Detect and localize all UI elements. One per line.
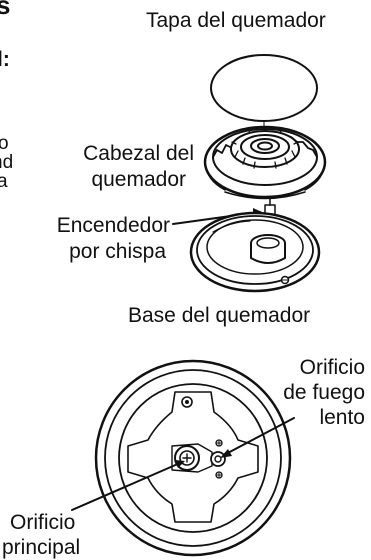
label-low-flame-port-line1: Orificio (299, 356, 365, 379)
burner-base-top-view-drawing (94, 359, 292, 557)
clipped-text-line-3: a (0, 171, 8, 192)
main-port-leader (71, 460, 185, 511)
label-main-port-line1: Orificio (10, 511, 76, 534)
low-flame-port-leader (220, 417, 295, 458)
label-main-port-line2: principal (2, 536, 81, 559)
burner-base-drawing (189, 211, 321, 293)
clipped-heading-fragment: s (0, 0, 11, 20)
clipped-text-line-1: o (0, 133, 9, 154)
label-spark-igniter-line2: por chispa (69, 240, 166, 263)
label-burner-base: Base del quemador (128, 304, 311, 327)
burner-cap-drawing (210, 54, 318, 129)
label-burner-head-line2: quemador (91, 168, 186, 191)
label-burner-head-line1: Cabezal del (83, 142, 194, 165)
label-low-flame-port-line2: de fuego (283, 381, 365, 404)
clipped-subheading-fragment: l: (0, 48, 10, 71)
clipped-text-line-2: nd (0, 152, 14, 173)
burner-head-drawing (203, 125, 327, 200)
label-burner-cap: Tapa del quemador (146, 9, 326, 32)
label-low-flame-port-line3: lento (319, 406, 365, 429)
label-spark-igniter-line1: Encendedor (56, 214, 170, 237)
